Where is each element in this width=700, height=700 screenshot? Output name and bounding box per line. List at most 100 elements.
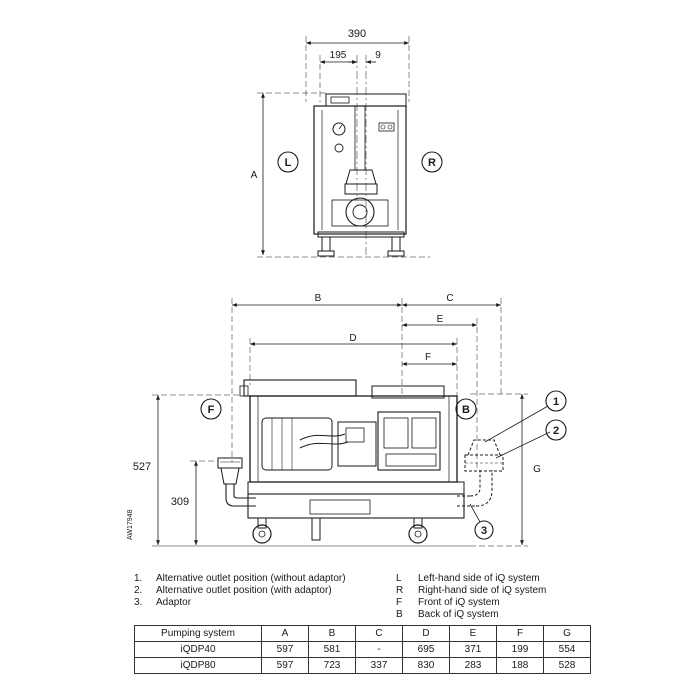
castor-left [317, 250, 335, 257]
legend-item: L Left-hand side of iQ system [396, 573, 546, 585]
dim-D: D [349, 333, 356, 344]
pump-stage [411, 417, 437, 449]
stand [311, 517, 321, 541]
gauge-needle [338, 124, 343, 130]
legend-item: 3. Adaptor [134, 597, 346, 609]
side-view-labels: B C E D F G 527 309 F B 1 2 3 AW17948 [127, 293, 559, 540]
table-cell: 528 [543, 657, 591, 674]
base-plate [247, 481, 465, 495]
legend-text: Front of iQ system [418, 597, 500, 608]
dim-C: C [446, 293, 453, 304]
table-row: iQDP80 597 723 337 830 283 188 528 [134, 657, 591, 674]
cover-lip [239, 385, 249, 397]
legend-text: Alternative outlet position (without ada… [156, 573, 346, 584]
dim-offset: 9 [375, 50, 381, 61]
front-marker-circle [200, 398, 222, 420]
table-cell: 554 [543, 641, 591, 658]
legend-item: R Right-hand side of iQ system [396, 585, 546, 597]
table-cell: 597 [261, 657, 309, 674]
junction-box [345, 427, 365, 443]
marker-left-circle [277, 151, 299, 173]
front-marker: F [208, 404, 215, 416]
table-header: E [449, 625, 497, 642]
table-cell: 695 [402, 641, 450, 658]
callout-2: 2 [553, 425, 559, 437]
castor-right [387, 250, 405, 257]
castor-hub [414, 530, 422, 538]
table-header-row: Pumping system A B C D E F G [134, 625, 591, 642]
foot-left [321, 236, 331, 252]
table-row: iQDP40 597 581 - 695 371 199 554 [134, 641, 591, 658]
leg [413, 517, 423, 529]
legend-key: 3. [134, 597, 143, 608]
front-view [257, 36, 443, 258]
leader-2 [495, 431, 551, 459]
dim-height-527: 527 [133, 461, 151, 473]
table-cell: 188 [496, 657, 544, 674]
legend-text: Right-hand side of iQ system [418, 585, 547, 596]
switch-icon [387, 124, 393, 130]
table-header: G [543, 625, 591, 642]
table-cell: 199 [496, 641, 544, 658]
alt-outlet-bend [469, 470, 481, 497]
base-frame [317, 231, 405, 238]
legend-numbers: 1. Alternative outlet position (without a… [134, 573, 346, 609]
legend-key: F [396, 597, 403, 608]
dim-F: F [425, 352, 431, 363]
motor [261, 417, 333, 471]
legend-key: 2. [134, 585, 143, 596]
exhaust-pipe [354, 105, 366, 171]
rear-cover [371, 385, 445, 399]
dim-G: G [533, 464, 541, 475]
pump-head [377, 411, 441, 471]
pump-manifold [385, 453, 437, 467]
front-view-labels: 390 195 9 A L R [251, 28, 436, 181]
table-header: Pumping system [134, 625, 262, 642]
callout-1-circle [545, 390, 567, 412]
castor-wheel-icon [252, 524, 272, 544]
legend-text: Left-hand side of iQ system [418, 573, 540, 584]
enclosure [249, 395, 458, 483]
top-panel [330, 96, 350, 104]
legend-text: Back of iQ system [418, 609, 499, 620]
legend-key: B [396, 609, 403, 620]
table-cell: iQDP80 [134, 657, 262, 674]
dim-outlet-height: 309 [171, 496, 189, 508]
legend-key: R [396, 585, 404, 596]
legend-key: L [396, 573, 402, 584]
legend-text: Alternative outlet position (with adapto… [156, 585, 332, 596]
table-cell: iQDP40 [134, 641, 262, 658]
pump-stage [383, 417, 409, 449]
drawing-reference: AW17948 [127, 509, 134, 540]
base-frame [247, 493, 465, 519]
legend-item: B Back of iQ system [396, 609, 546, 621]
table-header: F [496, 625, 544, 642]
dim-E: E [437, 314, 444, 325]
marker-right: R [428, 157, 436, 169]
coupling-housing [337, 421, 377, 467]
control-knob-icon [334, 143, 344, 153]
table-cell: 597 [261, 641, 309, 658]
outlet-pipe [233, 484, 256, 499]
foot-right [391, 236, 401, 252]
legend-text: Adaptor [156, 597, 192, 608]
back-marker-circle [455, 398, 477, 420]
leg [257, 517, 267, 529]
control-panel [378, 122, 395, 132]
table-cell: 581 [308, 641, 356, 658]
legend-key: 1. [134, 573, 143, 584]
legend-letters: L Left-hand side of iQ system R Right-hand… [396, 573, 546, 621]
table-cell: 337 [355, 657, 403, 674]
cable [299, 441, 349, 449]
pump-housing [331, 199, 389, 227]
dim-half-width: 195 [330, 50, 347, 61]
legend-item: 1. Alternative outlet position (without a… [134, 573, 346, 585]
dimensions-table: Pumping system A B C D E F G iQDP40 597 … [134, 625, 591, 674]
motor-hub [352, 204, 368, 220]
base-panel [309, 499, 371, 515]
table-cell: 371 [449, 641, 497, 658]
table-cell: 283 [449, 657, 497, 674]
leader-1 [484, 405, 549, 443]
switch-icon [380, 124, 386, 130]
exhaust-flange [344, 183, 378, 195]
